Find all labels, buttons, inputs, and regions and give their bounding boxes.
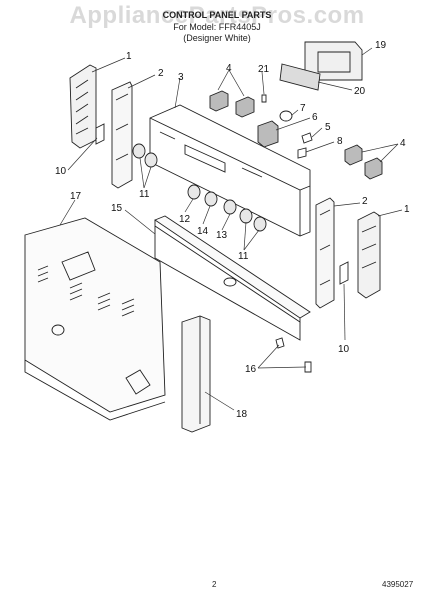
part-2-left-bracket [111, 81, 133, 189]
part-1-left-end-cap [69, 64, 97, 149]
part-4-switch-upper-1 [209, 90, 229, 112]
callout-2-right: 2 [362, 196, 368, 207]
part-4-switch-upper-2 [235, 96, 255, 118]
part-1-right-end-cap [357, 211, 381, 299]
callout-4-right: 4 [400, 138, 406, 149]
callout-10-right: 10 [338, 344, 350, 355]
part-10-right-clip [339, 261, 349, 285]
part-18-back-bracket [181, 315, 211, 433]
callout-5: 5 [325, 122, 331, 133]
callout-16: 16 [245, 364, 257, 375]
part-13-knob [223, 199, 237, 215]
part-11-knob-left-1 [132, 143, 146, 159]
part-17-rear-panel [24, 217, 166, 421]
part-6-switch [257, 120, 279, 148]
callout-15: 15 [111, 203, 123, 214]
part-4-switch-right-1 [344, 144, 363, 166]
callout-13: 13 [216, 230, 228, 241]
part-12-knob [187, 184, 201, 200]
part-11-knob-left-2 [144, 152, 158, 168]
page-number: 2 [212, 580, 217, 589]
part-21-screw [261, 94, 267, 103]
callout-7: 7 [300, 103, 306, 114]
designer-line: (Designer White) [183, 33, 251, 43]
part-8-lamp [297, 147, 307, 159]
callout-10-left: 10 [55, 166, 67, 177]
callout-1-right: 1 [404, 204, 410, 215]
part-3-control-panel [149, 104, 311, 237]
part-2-right-bracket [315, 197, 335, 309]
callout-8: 8 [337, 136, 343, 147]
part-15-trim-strip [154, 215, 311, 341]
part-11-knob-right-1 [239, 208, 253, 224]
callout-14: 14 [197, 226, 209, 237]
document-number: 4395027 [382, 580, 414, 589]
diagram-title: CONTROL PANEL PARTS [162, 10, 272, 20]
callout-18: 18 [236, 409, 248, 420]
callout-labels: 1 2 3 4 21 19 20 7 6 5 8 4 10 11 12 14 1… [55, 40, 410, 420]
callout-11-left: 11 [139, 189, 150, 200]
callout-6: 6 [312, 112, 318, 123]
leader-lines [59, 47, 403, 411]
part-10-left-clip [95, 123, 105, 145]
callout-12: 12 [179, 214, 191, 225]
part-11-knob-right-2 [253, 216, 267, 232]
part-4-switch-right-2 [364, 157, 383, 180]
part-16-screws [275, 337, 312, 373]
watermark: AppliancePartsPros.com [69, 2, 365, 29]
model-line: For Model: FFR4405J [173, 22, 261, 32]
part-20-overlay [279, 63, 321, 91]
callout-11-right: 11 [238, 251, 249, 262]
part-14-knob [204, 191, 218, 207]
callout-1-top-left: 1 [126, 51, 132, 62]
callout-4-top: 4 [226, 63, 232, 74]
callout-21: 21 [258, 64, 270, 75]
callout-20: 20 [354, 86, 366, 97]
callout-3: 3 [178, 72, 184, 83]
part-5-clip [301, 132, 313, 144]
part-7-ring [279, 110, 293, 122]
callout-17: 17 [70, 191, 82, 202]
callout-2-top-left: 2 [158, 68, 164, 79]
callout-19: 19 [375, 40, 387, 51]
